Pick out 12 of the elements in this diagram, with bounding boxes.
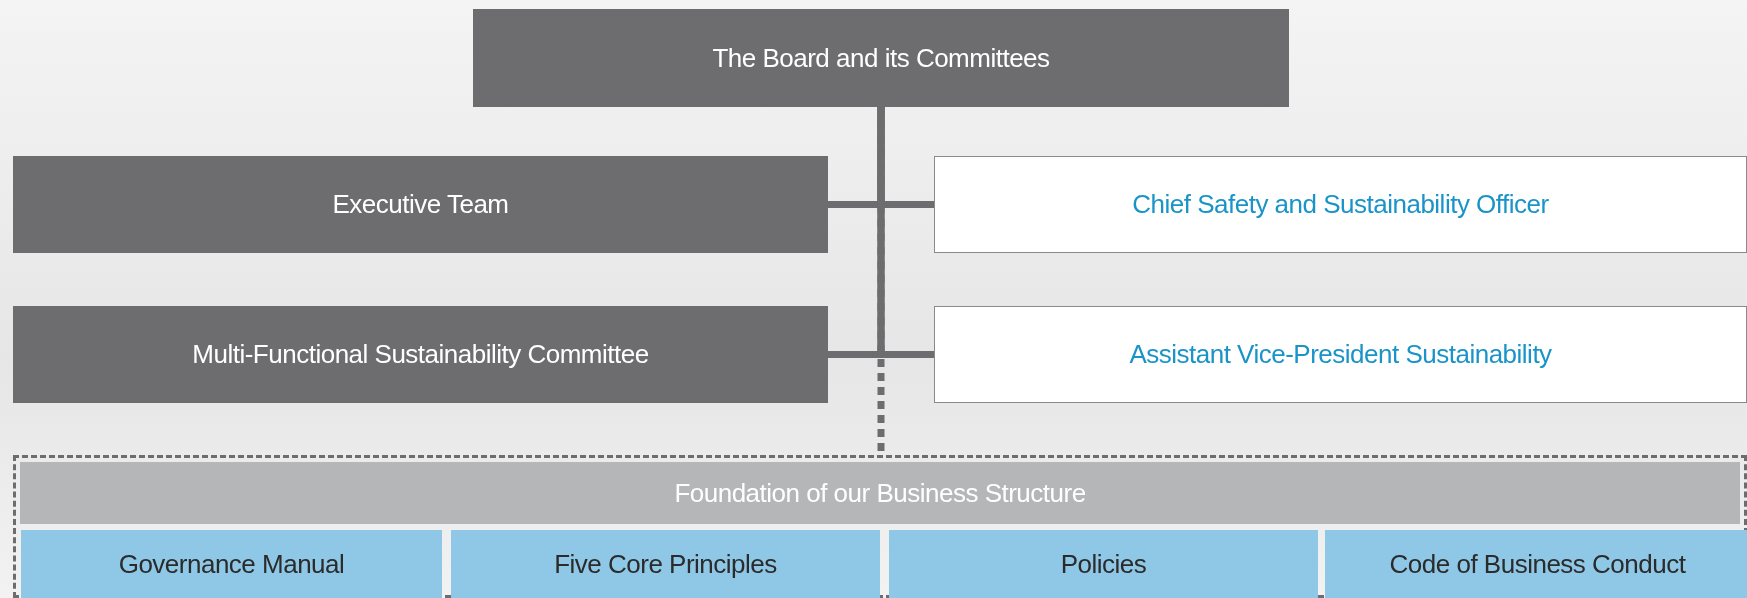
foundation-group: [13, 455, 1747, 598]
org-box: Assistant Vice-President Sustainability: [934, 306, 1747, 403]
org-box: Multi-Functional Sustainability Committee: [13, 306, 828, 403]
foundation-cell: Governance Manual: [21, 530, 442, 598]
foundation-cell: Code of Business Conduct: [1325, 530, 1747, 598]
foundation-cell: Five Core Principles: [451, 530, 880, 598]
connector-line: [877, 107, 934, 358]
org-box: Chief Safety and Sustainability Officer: [934, 156, 1747, 253]
foundation-cell: Policies: [889, 530, 1318, 598]
org-box: Executive Team: [13, 156, 828, 253]
org-box: The Board and its Committees: [473, 9, 1289, 107]
foundation-header: Foundation of our Business Structure: [20, 462, 1740, 524]
